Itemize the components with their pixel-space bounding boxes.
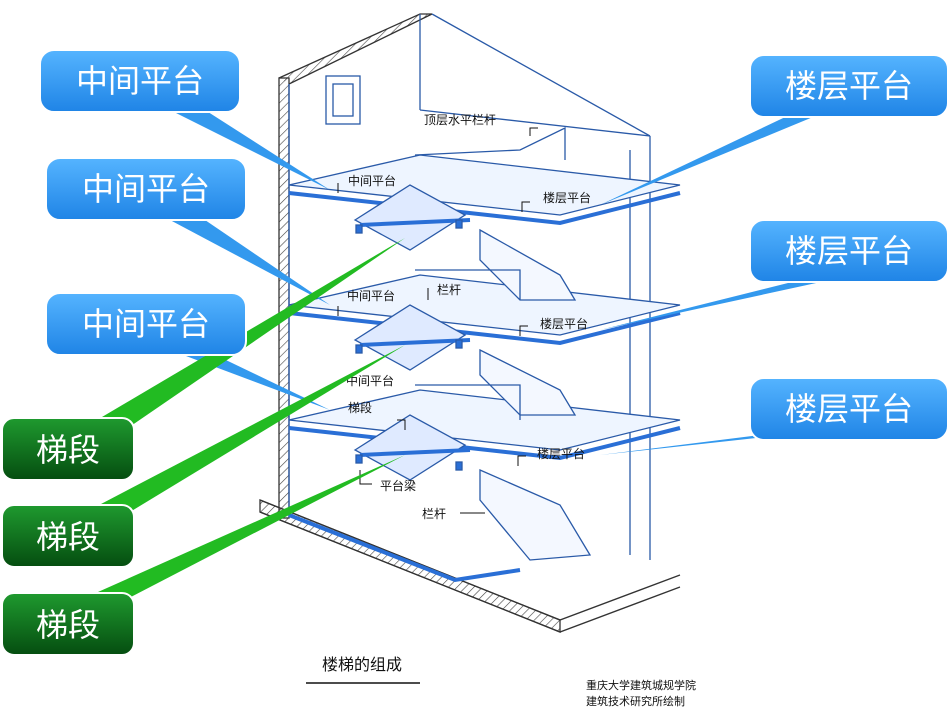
railing-2 xyxy=(415,269,521,300)
svg-text:梯段: 梯段 xyxy=(36,431,100,469)
svg-text:梯段: 梯段 xyxy=(36,606,100,644)
stair-flight-lower xyxy=(353,414,592,561)
floor-slab-1 xyxy=(288,389,681,451)
svg-text:梯段: 梯段 xyxy=(36,518,100,556)
callout-floor-landing-2: 楼层平台 xyxy=(749,219,949,283)
svg-text:楼层平台: 楼层平台 xyxy=(785,67,913,105)
back-wall xyxy=(419,13,651,560)
left-wall-section xyxy=(278,77,290,519)
floor-slab-2 xyxy=(288,274,681,336)
svg-text:楼层平台: 楼层平台 xyxy=(785,390,913,428)
credit-line-2: 建筑技术研究所绘制 xyxy=(586,694,685,708)
svg-text:中间平台: 中间平台 xyxy=(76,62,204,100)
window xyxy=(325,75,361,125)
label-railing-a: 栏杆 xyxy=(437,282,461,297)
floor-slab-3 xyxy=(288,154,681,216)
svg-text:楼层平台: 楼层平台 xyxy=(785,232,913,270)
diagram-labels: 顶层水平栏杆 中间平台 楼层平台 中间平台 栏杆 楼层平台 中间平台 梯段 楼层… xyxy=(337,112,591,521)
callout-middle-landing-3: 中间平台 xyxy=(45,292,247,356)
callout-floor-landing-1: 楼层平台 xyxy=(749,54,949,118)
label-top-railing: 顶层水平栏杆 xyxy=(424,112,496,127)
callout-floor-landing-3: 楼层平台 xyxy=(749,377,949,441)
top-railing xyxy=(414,126,566,160)
label-middle-landing-c: 中间平台 xyxy=(346,373,394,388)
svg-text:中间平台: 中间平台 xyxy=(82,305,210,343)
label-middle-landing-b: 中间平台 xyxy=(347,288,395,303)
callout-middle-landing-2: 中间平台 xyxy=(45,157,247,221)
stair-flight-middle xyxy=(353,304,577,416)
label-flight: 梯段 xyxy=(348,400,372,415)
railing-1 xyxy=(415,384,521,420)
building-structure xyxy=(259,13,681,633)
label-middle-landing-a: 中间平台 xyxy=(348,173,396,188)
callout-middle-landing-1: 中间平台 xyxy=(39,49,241,113)
label-railing-b: 栏杆 xyxy=(422,506,446,521)
callout-flight-2: 梯段 xyxy=(1,504,135,568)
label-floor-landing-a: 楼层平台 xyxy=(543,190,591,205)
callout-flight-1: 梯段 xyxy=(1,417,135,481)
label-floor-landing-c: 楼层平台 xyxy=(537,446,585,461)
svg-text:中间平台: 中间平台 xyxy=(82,170,210,208)
label-floor-landing-b: 楼层平台 xyxy=(540,316,588,331)
callout-flight-3: 梯段 xyxy=(1,592,135,656)
stair-flight-upper xyxy=(353,184,577,301)
label-landing-beam: 平台梁 xyxy=(380,478,416,493)
roof-edge xyxy=(278,13,433,85)
credit-line-1: 重庆大学建筑城规学院 xyxy=(586,678,696,692)
diagram-caption: 楼梯的组成 xyxy=(322,655,402,674)
